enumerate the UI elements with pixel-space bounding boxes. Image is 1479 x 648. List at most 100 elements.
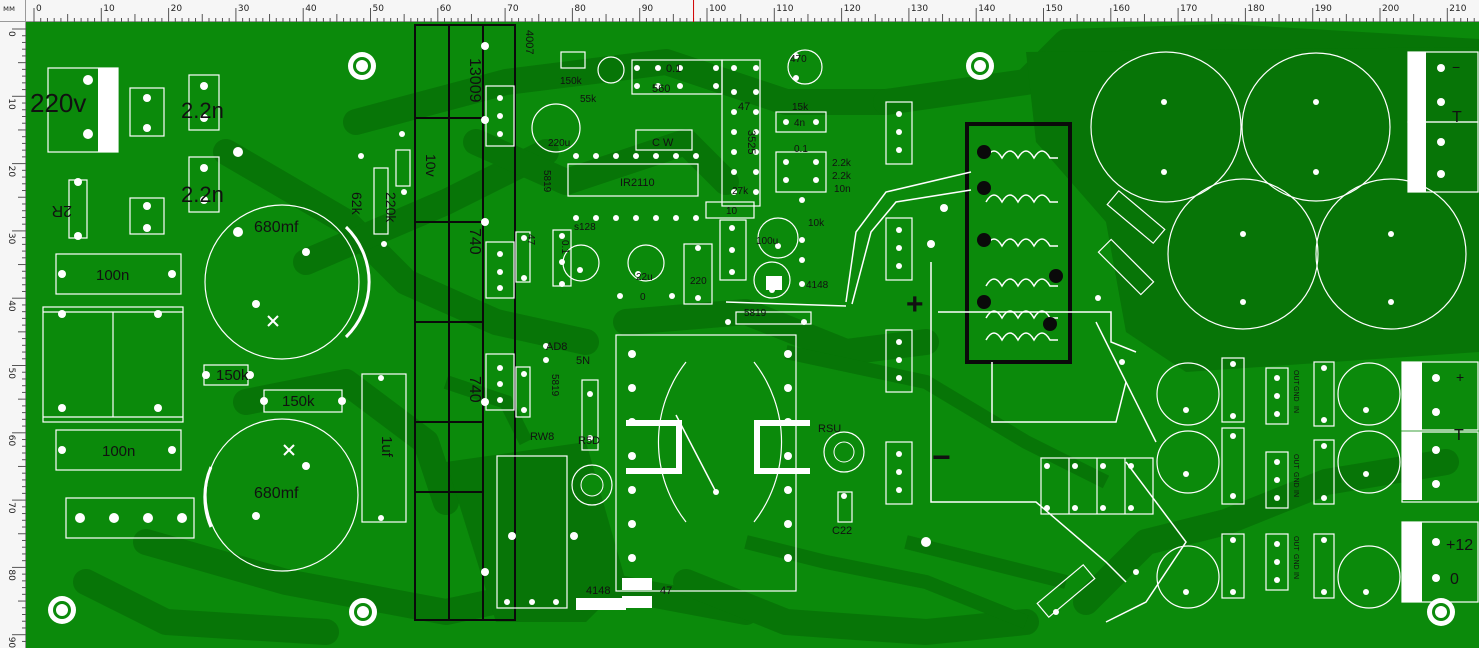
label-c22: C22 [832,525,852,537]
label-c-2n2-a: 2.2n [181,98,224,123]
label-r-15k: 15k [792,102,809,113]
ruler-tick-label: 120 [844,4,861,14]
label-c-10: 10 [726,206,738,217]
via-holes [580,441,855,497]
ruler-tick-label: 90 [6,637,16,648]
label-out-t: T [1452,109,1462,126]
label-out-minus: − [1452,59,1460,75]
ruler-tick-label: 30 [238,4,250,14]
label-r-2r: 2R [52,202,72,219]
label-c-47-b: 47 [525,234,536,246]
diagonal-diodes [1036,189,1166,619]
label-reg2-out: OUT [1292,454,1299,470]
label-reg3-in: IN [1292,572,1299,579]
label-rw8: RW8 [530,431,554,443]
label-out-plus12: +12 [1446,537,1473,554]
label-c-100n-a: 100n [96,267,129,284]
component-outlines [42,51,1335,609]
label-dc-plus: + [906,288,924,321]
label-c-0: 0 [640,292,646,303]
label-out-t2: T [1454,427,1464,444]
label-u-740-a: 740 [466,228,483,255]
label-c-560: 560 [652,83,670,95]
ruler-tick-label: 100 [709,4,726,14]
capacitor-cross-marks [267,315,295,456]
label-reg2-gnd: GND [1292,472,1299,488]
ruler-tick-label: 10 [103,4,115,14]
label-r-150k-c: 150k [560,76,583,87]
silkscreen-labels: 220v 2.2n 2.2n 2R 680mf 680mf 100n 100n … [30,30,1473,597]
label-c-5n: 5N [576,355,590,367]
ruler-tick-label: 0 [36,4,42,14]
label-220v: 220v [30,88,86,118]
label-r-55k: 55k [580,94,597,105]
label-ic-3525: 3525 [745,130,757,154]
ruler-unit: мм [0,0,26,22]
label-s128: s128 [574,222,596,233]
ruler-tick-label: 60 [6,435,16,447]
label-c-220u: 220u [548,138,570,149]
label-c-2n2-b: 2.2n [181,182,224,207]
ruler-tick-label: 80 [6,569,16,581]
label-reg1-gnd: GND [1292,386,1299,402]
ruler-tick-label: 140 [978,4,995,14]
label-d-4148-a: 4148 [806,280,829,291]
label-r-10k: 10k [808,218,825,229]
ruler-tick-label: 20 [171,4,183,14]
label-reg1-out: OUT [1292,370,1299,386]
terminal-blocks [98,52,1426,610]
ruler-tick-label: 150 [1046,4,1063,14]
ruler-tick-label: 190 [1315,4,1332,14]
label-d-4007: 4007 [523,30,535,54]
label-r-150k-a: 150k [216,367,249,384]
heatsink-fins [626,420,810,474]
ruler-tick-label: 210 [1449,4,1466,14]
label-u-13009: 13009 [466,58,483,103]
label-r-62k: 62k [349,192,365,216]
ruler-tick-label: 80 [574,4,586,14]
ruler-tick-label: 70 [6,502,16,514]
ruler-tick-label: 10 [6,98,16,110]
transformer-frame [965,122,1072,364]
ruler-tick-label: 110 [776,4,793,14]
label-d-5819-b: 5819 [744,308,767,319]
heatsink-outline [414,24,516,621]
ruler-tick-label: 20 [6,166,16,178]
label-c-220: 220 [690,276,707,287]
label-r-2-2k-b: 2.2k [832,171,852,182]
label-out-plus: + [1456,369,1464,385]
pcb-board[interactable]: 220v 2.2n 2.2n 2R 680mf 680mf 100n 100n … [26,22,1479,648]
label-u-740-b: 740 [466,376,483,403]
label-reg3-gnd: GND [1292,554,1299,570]
ruler-tick-label: 40 [305,4,317,14]
pads [58,42,1445,615]
capacitor-outlines [204,49,1467,609]
pcb-canvas[interactable]: 220v 2.2n 2.2n 2R 680mf 680mf 100n 100n … [26,22,1479,648]
label-d-5819-a: 5819 [541,170,552,193]
label-r-220k: 220k [383,192,399,223]
label-r-150k-b: 150k [282,393,315,410]
label-c-0-1-b: 0.1 [794,144,808,155]
transformer-dots [977,145,1063,331]
label-ad8: AD8 [546,341,567,353]
label-rsu: RSU [818,423,841,435]
label-c-47-c: 47 [660,585,672,597]
label-r-2-2k-a: 2.2k [832,158,852,169]
ruler-tick-label: 200 [1382,4,1399,14]
ruler-tick-label: 50 [6,368,16,380]
ruler-tick-label: 70 [507,4,519,14]
ruler-tick-label: 50 [373,4,385,14]
label-c-1uf: 1uf [378,436,395,458]
label-d-5819-c: 5819 [549,374,560,397]
label-c-10v: 10v [423,154,439,177]
ruler-tick-label: 160 [1113,4,1130,14]
label-c-680mf-b: 680mf [254,485,299,502]
ruler-tick-label: 180 [1247,4,1264,14]
capacitor-polarity-arcs [203,225,371,528]
label-c-680mf-a: 680mf [254,219,299,236]
label-reg1-in: IN [1292,406,1299,413]
